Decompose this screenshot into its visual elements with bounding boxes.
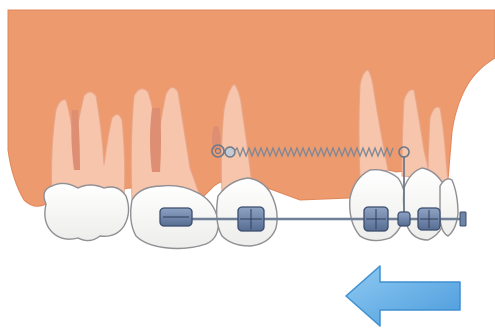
molar-crown <box>44 183 129 240</box>
wire-end-stop <box>460 212 466 226</box>
premolar-root-1-pulp <box>150 108 161 172</box>
bracket-hook <box>398 212 410 226</box>
spring-loop-screw <box>225 147 235 157</box>
